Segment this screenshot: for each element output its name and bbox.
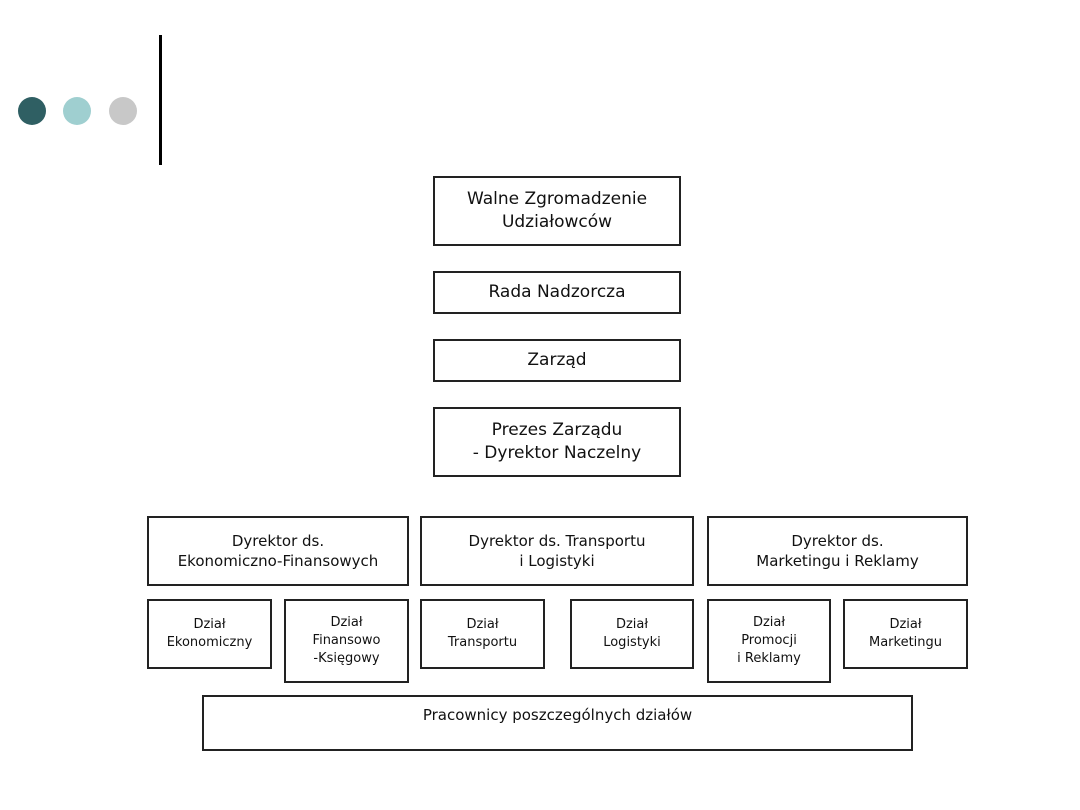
node-walne-zgromadzenie: Walne Zgromadzenie Udziałowców xyxy=(433,176,681,246)
node-line: - Dyrektor Naczelny xyxy=(472,443,642,463)
node-line: Dział xyxy=(752,614,786,630)
node-dzial-transportu: Dział Transportu xyxy=(420,599,545,669)
node-line: Dział xyxy=(193,616,226,632)
node-line: Ekonomiczno-Finansowych xyxy=(177,552,379,570)
node-line: Udziałowców xyxy=(501,212,613,232)
node-dyrektor-marketingu-reklamy: Dyrektor ds. Marketingu i Reklamy xyxy=(707,516,968,586)
node-line: Dział xyxy=(466,616,499,632)
decor-dot-dark xyxy=(18,97,46,125)
node-line: Pracownicy poszczególnych działów xyxy=(422,706,693,724)
node-line: Finansowo xyxy=(312,632,381,648)
decor-dot-light xyxy=(63,97,91,125)
node-line: Logistyki xyxy=(603,635,661,650)
node-dzial-ekonomiczny: Dział Ekonomiczny xyxy=(147,599,272,669)
node-line: i Reklamy xyxy=(737,651,801,667)
node-dzial-promocji-reklamy: Dział Promocji i Reklamy xyxy=(707,599,831,683)
node-line: Dyrektor ds. xyxy=(231,531,325,550)
node-line: Dział xyxy=(889,616,922,632)
node-rada-nadzorcza: Rada Nadzorcza xyxy=(433,271,681,314)
node-line: Promocji xyxy=(741,632,797,648)
node-line: Marketingu xyxy=(868,635,943,650)
node-line: Zarząd xyxy=(527,350,587,371)
node-dyrektor-transportu-logistyki: Dyrektor ds. Transportu i Logistyki xyxy=(420,516,694,586)
node-line: Dyrektor ds. Transportu xyxy=(468,531,646,550)
node-line: Transportu xyxy=(447,635,518,650)
node-line: i Logistyki xyxy=(519,552,595,570)
node-line: Walne Zgromadzenie xyxy=(466,189,648,210)
node-line: Prezes Zarządu xyxy=(491,420,623,441)
node-line: Dział xyxy=(615,616,649,632)
node-dzial-finansowo-ksiegowy: Dział Finansowo -Księgowy xyxy=(284,599,409,683)
node-pracownicy: Pracownicy poszczególnych działów xyxy=(202,695,913,751)
node-line: Dział xyxy=(330,614,363,630)
node-line: Rada Nadzorcza xyxy=(488,282,626,303)
node-line: Dyrektor ds. xyxy=(791,531,884,550)
node-dzial-logistyki: Dział Logistyki xyxy=(570,599,694,669)
node-zarzad: Zarząd xyxy=(433,339,681,382)
node-line: Marketingu i Reklamy xyxy=(756,552,919,570)
node-dzial-marketingu: Dział Marketingu xyxy=(843,599,968,669)
node-prezes-zarzadu: Prezes Zarządu - Dyrektor Naczelny xyxy=(433,407,681,477)
decor-dot-grey xyxy=(109,97,137,125)
node-line: -Księgowy xyxy=(313,651,380,667)
node-line: Ekonomiczny xyxy=(166,635,253,650)
node-dyrektor-ekonomiczno-finansowy: Dyrektor ds. Ekonomiczno-Finansowych xyxy=(147,516,409,586)
decor-vertical-line xyxy=(159,35,162,165)
